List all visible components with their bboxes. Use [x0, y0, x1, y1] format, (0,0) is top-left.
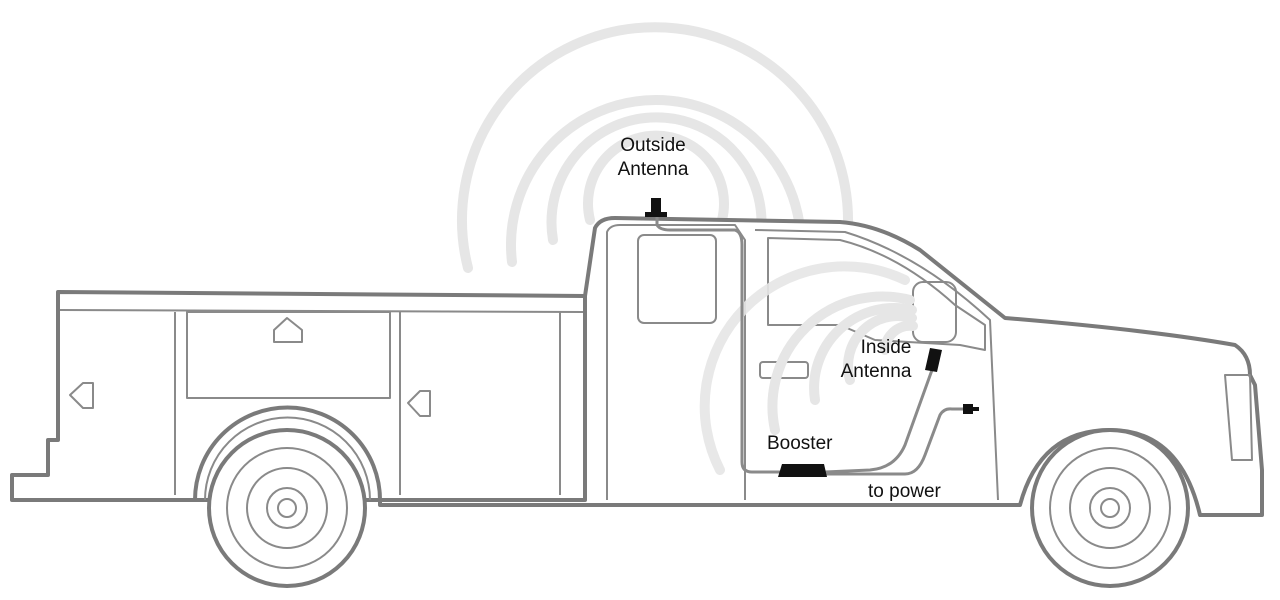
- booster-icon: [778, 464, 827, 477]
- outside-antenna-label: Antenna: [618, 159, 689, 180]
- to-power-label: to power: [868, 481, 942, 502]
- power-cable: [825, 407, 963, 476]
- booster-label: Booster: [767, 433, 833, 454]
- latch-icon: [407, 390, 431, 417]
- latch-icon: [69, 382, 94, 409]
- inside-signal-rings: [699, 261, 918, 475]
- inside-antenna-cable: [824, 369, 934, 474]
- inside-antenna-label: Inside: [861, 337, 912, 358]
- outside-antenna-label: Outside: [620, 135, 685, 156]
- rear-wheel: [207, 428, 367, 588]
- inside-antenna-icon: [925, 348, 942, 372]
- outside-antenna-cable: [655, 215, 780, 474]
- power-plug-icon: [963, 404, 973, 414]
- front-wheel: [1030, 428, 1190, 588]
- outside-antenna-icon: [651, 198, 661, 215]
- outside-signal-rings: [457, 22, 853, 273]
- inside-antenna-label: Antenna: [841, 361, 912, 382]
- latch-icon: [273, 317, 303, 343]
